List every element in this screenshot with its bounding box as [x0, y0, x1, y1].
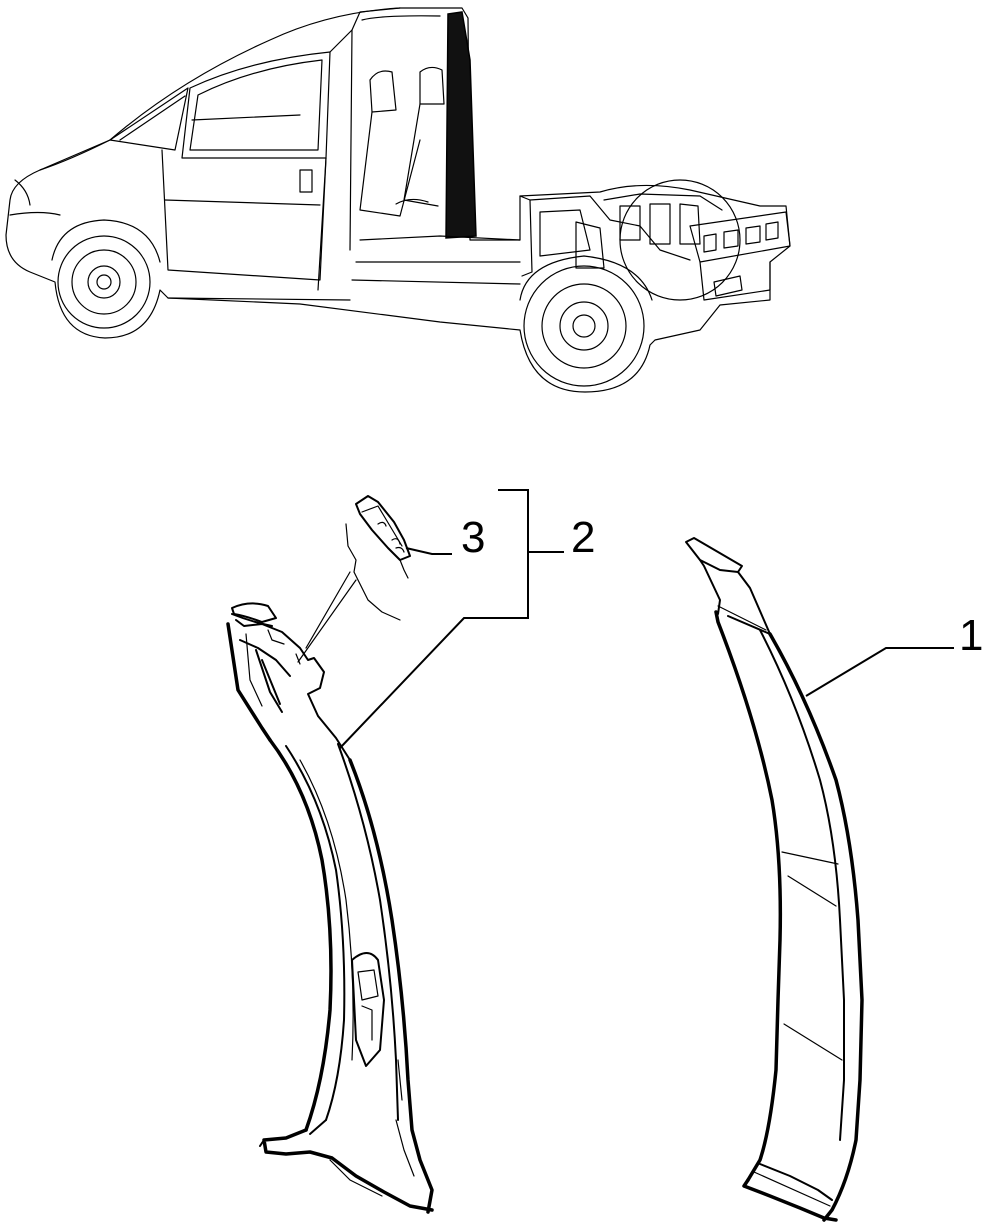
part-2-inner-pillar [226, 602, 434, 1214]
callout-2: 2 [571, 513, 595, 562]
callout-3: 3 [461, 513, 485, 562]
leader-lines [297, 489, 954, 749]
callout-1: 1 [959, 611, 982, 660]
part-1-outer-pillar [685, 537, 864, 1222]
part-3-bracket [345, 495, 411, 621]
vehicle-overview [5, 7, 791, 393]
